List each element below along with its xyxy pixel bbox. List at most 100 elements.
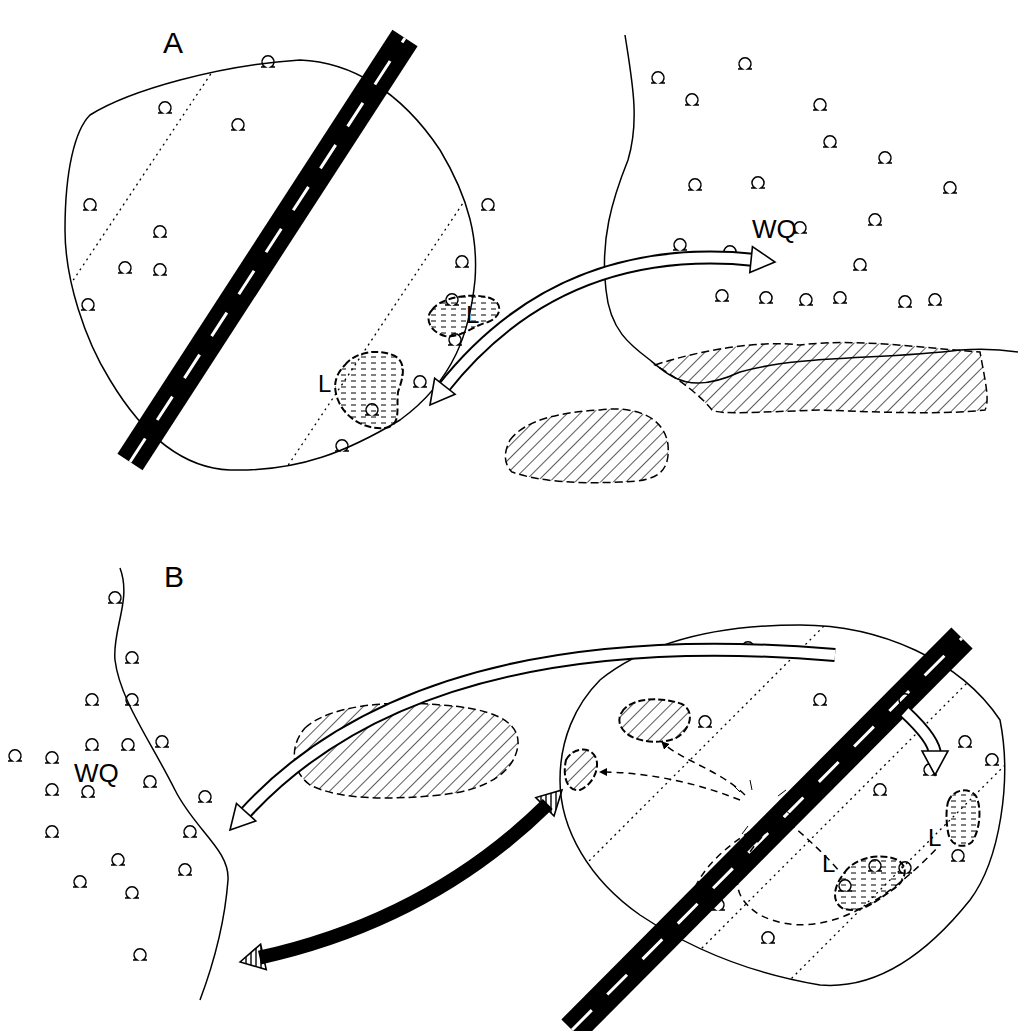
tree-symbol (698, 716, 712, 727)
tree-symbol (155, 736, 169, 747)
tree-symbol (413, 376, 427, 387)
tree-symbol (481, 199, 495, 210)
hatched-habitat (619, 699, 690, 741)
arrow-shaft (243, 650, 835, 815)
tree-symbol (943, 182, 957, 193)
arrow-shaft (260, 804, 548, 958)
arrow-head (430, 378, 455, 405)
tree-symbol (448, 334, 462, 345)
tree-symbol (898, 862, 912, 873)
tree-symbol (878, 152, 892, 163)
tree-symbol (711, 899, 725, 910)
tree-symbol (761, 932, 775, 943)
hatched-habitat (565, 750, 597, 791)
map-label: L (822, 852, 835, 876)
tree-symbol (813, 99, 827, 110)
arrow-shaft (260, 804, 548, 958)
arrow-head (230, 803, 256, 830)
lake (335, 352, 403, 428)
tree-symbol (81, 786, 95, 797)
arrow-head (240, 944, 266, 969)
map-label: L (466, 303, 479, 327)
tree-symbol (118, 262, 132, 273)
tree-symbol (83, 199, 97, 210)
lake (947, 790, 980, 846)
tree-symbol (121, 739, 135, 750)
tree-symbol (673, 239, 687, 250)
tree-symbol (898, 694, 912, 705)
tree-symbol (153, 264, 167, 275)
map-label: WQ (74, 760, 119, 786)
tree-symbol (868, 860, 882, 871)
wildlife-quarter-outline (115, 568, 228, 1000)
tree-symbol (158, 102, 172, 113)
tree-symbol (153, 226, 167, 237)
tree-symbol (873, 784, 887, 795)
tree-symbol (183, 826, 197, 837)
road (572, 638, 962, 1030)
hatched-habitat (505, 409, 668, 483)
tree-symbol (73, 876, 87, 887)
arrow-shaft (442, 258, 755, 390)
lake (835, 856, 905, 910)
tree-symbol (231, 119, 245, 130)
map-label: B (164, 562, 184, 592)
tree-symbol (685, 94, 699, 105)
arrow-shaft (905, 712, 935, 755)
tree-symbol (833, 292, 847, 303)
tree-symbol (81, 299, 95, 310)
tree-symbol (958, 736, 972, 747)
tree-symbol (125, 887, 139, 898)
arrow-shaft (905, 712, 935, 755)
tree-symbols (8, 56, 999, 960)
tree-symbol (799, 294, 813, 305)
map-label: L (318, 372, 331, 396)
tree-symbol (85, 739, 99, 750)
tree-symbol (45, 784, 59, 795)
tree-symbol (133, 949, 147, 960)
tree-symbol (45, 752, 59, 763)
map-label: A (163, 28, 183, 58)
dashed-dispersal-arrows (600, 742, 940, 925)
tree-symbol (125, 652, 139, 663)
tree-symbol (813, 694, 827, 705)
tree-symbol (178, 864, 192, 875)
arrow-shaft (442, 258, 755, 390)
tree-symbol (688, 179, 702, 190)
tree-symbol (838, 880, 852, 891)
tree-symbol (125, 694, 139, 705)
tree-symbol (898, 296, 912, 307)
lake (428, 296, 499, 337)
tree-symbol (823, 136, 837, 147)
tree-symbol (651, 72, 665, 83)
tree-symbol (985, 754, 999, 765)
tree-symbol (261, 56, 275, 67)
tree-symbol (868, 214, 882, 225)
arrow-shaft (243, 650, 835, 815)
tree-symbol (951, 850, 965, 861)
tree-symbol (928, 294, 942, 305)
corridor-dotted-lines (500, 550, 1018, 1031)
map-label: WQ (752, 216, 797, 242)
movement-arrows (230, 247, 948, 970)
tree-symbol (738, 58, 752, 69)
tree-symbol (759, 292, 773, 303)
tree-symbol (365, 404, 379, 415)
tree-symbol (198, 791, 212, 802)
wildlife-quarter-outline (604, 35, 1018, 383)
tree-symbol (445, 294, 459, 305)
corridor-dotted-lines (0, 0, 585, 560)
road (130, 38, 405, 462)
tree-symbol (8, 750, 22, 761)
tree-symbol (45, 826, 59, 837)
tree-symbol (111, 854, 125, 865)
tree-symbol (751, 177, 765, 188)
tree-symbol (853, 259, 867, 270)
tree-symbol (715, 290, 729, 301)
arrow-head (536, 790, 562, 816)
map-label: L (928, 826, 941, 850)
tree-symbol (108, 592, 122, 603)
hatched-habitat (655, 343, 987, 413)
